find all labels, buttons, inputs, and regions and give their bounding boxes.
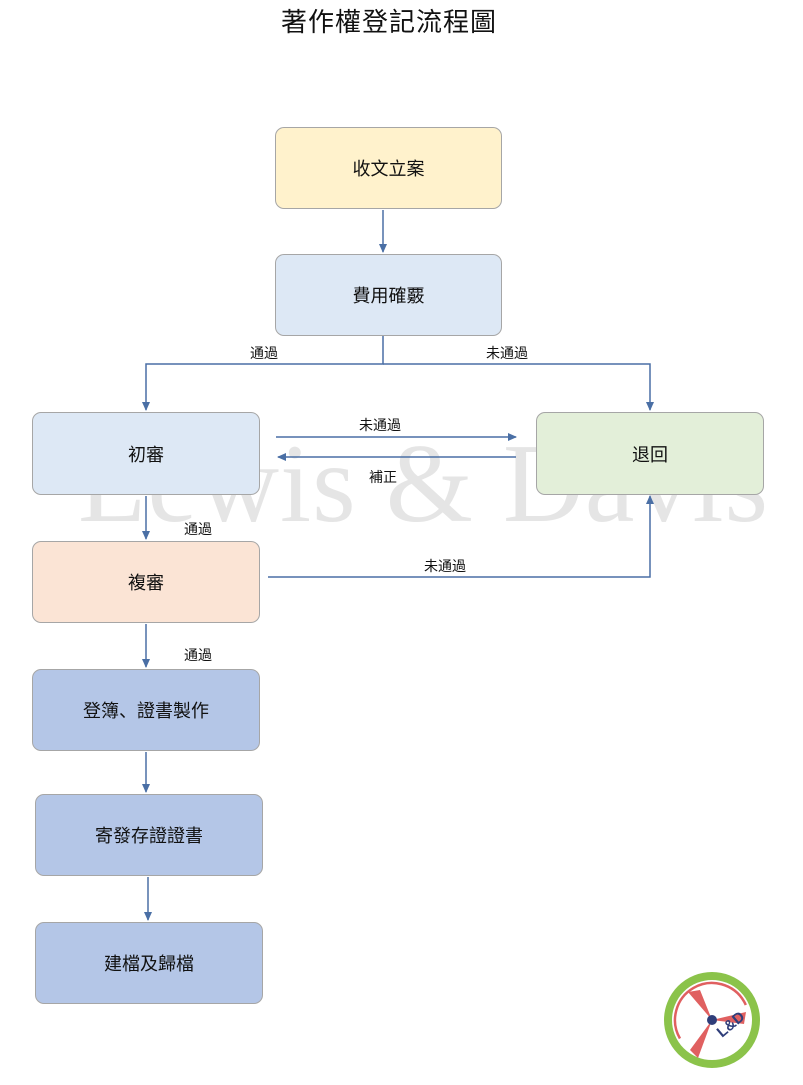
node-initial-review: 初審 — [32, 412, 260, 495]
label-second-fail: 未通過 — [424, 559, 466, 575]
label-initial-fail: 未通過 — [359, 418, 401, 434]
node-register: 登簿、證書製作 — [32, 669, 260, 751]
label-second-pass: 通過 — [184, 648, 212, 664]
node-archive: 建檔及歸檔 — [35, 922, 263, 1004]
node-second-review: 複審 — [32, 541, 260, 623]
label-fee-pass: 通過 — [250, 346, 278, 362]
label-correction: 補正 — [369, 470, 397, 486]
node-fee-review: 費用確覈 — [275, 254, 502, 336]
node-reject: 退回 — [536, 412, 764, 495]
label-initial-pass: 通過 — [184, 522, 212, 538]
ld-logo: L&D — [664, 972, 760, 1068]
label-fee-fail: 未通過 — [486, 346, 528, 362]
page-title: 著作權登記流程圖 — [280, 8, 497, 38]
arrow-fee-to-reject — [383, 363, 654, 411]
node-receive: 收文立案 — [275, 127, 502, 209]
arrow-fee-to-initial — [142, 336, 384, 411]
arrow-second-to-reject — [268, 495, 654, 578]
node-send-certificate: 寄發存證證書 — [35, 794, 263, 876]
